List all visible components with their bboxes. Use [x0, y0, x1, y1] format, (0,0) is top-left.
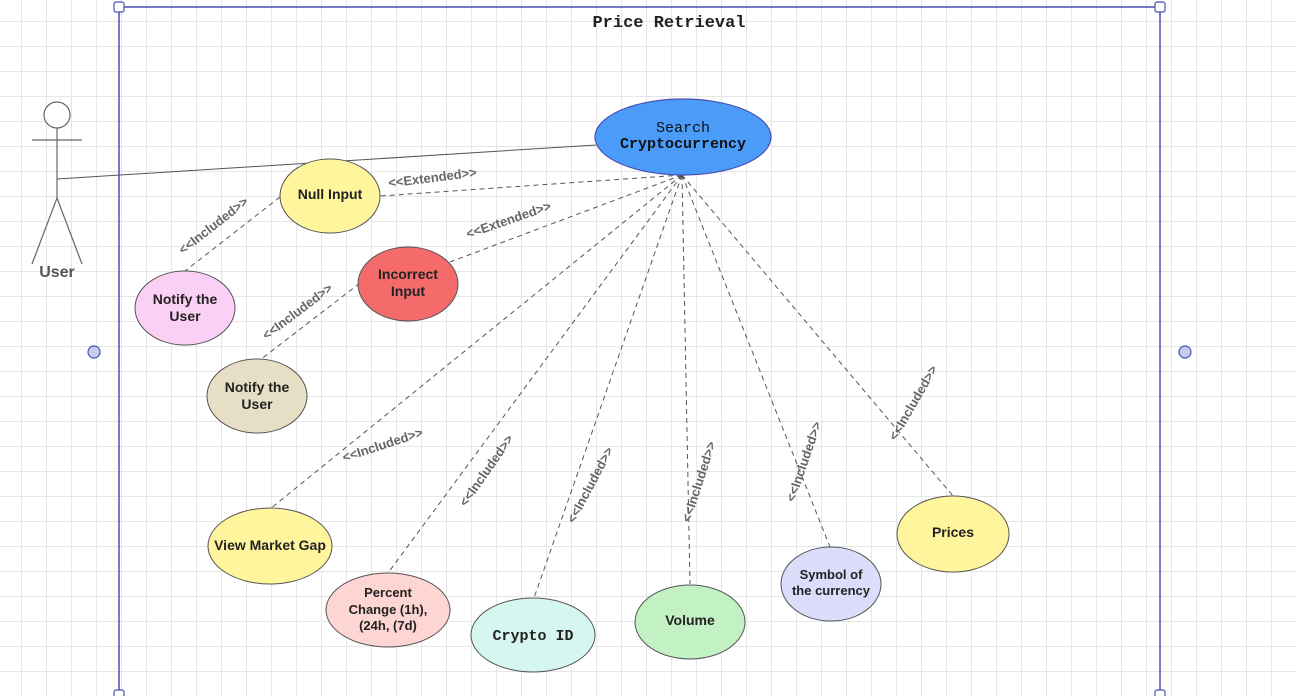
use-case-label: View Market Gap — [214, 537, 326, 553]
included-label-notify-1: <<Included>> — [176, 193, 252, 257]
use-case-label: Crypto ID — [492, 628, 573, 645]
included-label-percent-change: <<Included>> — [456, 431, 517, 509]
use-case-volume[interactable]: Volume — [634, 584, 746, 660]
use-case-notify-user-2[interactable]: Notify the User — [206, 358, 308, 434]
use-case-label: (24h, (7d) — [359, 618, 417, 633]
use-case-label: User — [241, 396, 273, 412]
use-case-label: Search — [656, 120, 710, 137]
actor-user[interactable] — [31, 101, 83, 265]
resize-handle-top-right[interactable] — [1154, 1, 1166, 13]
resize-handle-top-left[interactable] — [113, 1, 125, 13]
use-case-incorrect-input[interactable]: Incorrect Input — [357, 246, 459, 322]
use-case-label: Notify the — [153, 291, 218, 307]
relation-line-null-input[interactable] — [379, 174, 683, 197]
use-case-label: Symbol of — [800, 567, 864, 582]
relation-line-percent-change[interactable] — [387, 174, 683, 574]
use-case-label: Change (1h), — [349, 602, 428, 617]
relation-line-crypto-id[interactable] — [533, 174, 683, 599]
diagram-title: Price Retrieval — [592, 14, 745, 33]
included-label-crypto-id: <<Included>> — [564, 444, 617, 525]
use-case-label: Null Input — [298, 186, 363, 202]
use-case-label: Volume — [665, 612, 715, 628]
use-case-label: Cryptocurrency — [620, 136, 746, 153]
extended-label-incorrect: <<Extended>> — [464, 198, 553, 241]
included-label-volume: <<Included>> — [679, 439, 719, 524]
use-case-null-input[interactable]: Null Input — [279, 158, 381, 234]
connection-handle-right[interactable] — [1178, 345, 1192, 359]
use-case-percent-change[interactable]: Percent Change (1h), (24h, (7d) — [325, 572, 451, 648]
use-case-prices[interactable]: Prices — [896, 495, 1010, 573]
actor-label: User — [39, 264, 75, 281]
use-case-view-market-gap[interactable]: View Market Gap — [207, 507, 333, 585]
extended-label-null: <<Extended>> — [387, 165, 477, 191]
included-label-market-gap: <<Included>> — [340, 425, 425, 465]
system-boundary[interactable] — [118, 6, 1161, 696]
relation-line-notify-2[interactable] — [259, 282, 361, 361]
relation-line-notify-1[interactable] — [184, 196, 281, 272]
relation-line-symbol[interactable] — [681, 174, 831, 548]
use-case-label: Prices — [932, 524, 974, 540]
use-case-symbol[interactable]: Symbol of the currency — [780, 546, 882, 622]
use-case-label: Incorrect — [378, 266, 438, 282]
relation-line-incorrect-input[interactable] — [449, 174, 683, 263]
use-case-notify-user-1[interactable]: Notify the User — [134, 270, 236, 346]
actor-head — [43, 101, 71, 129]
use-case-label: Percent — [364, 585, 412, 600]
relation-line-market-gap[interactable] — [269, 174, 683, 510]
use-case-label: Notify the — [225, 379, 290, 395]
use-case-search-cryptocurrency[interactable]: Search Cryptocurrency — [594, 98, 772, 176]
use-case-label: User — [169, 308, 201, 324]
use-case-label: Input — [391, 283, 426, 299]
included-label-notify-2: <<Included>> — [259, 280, 335, 343]
connection-handle-left[interactable] — [87, 345, 101, 359]
relation-line-prices[interactable] — [681, 174, 954, 497]
use-case-crypto-id[interactable]: Crypto ID — [470, 597, 596, 673]
included-label-symbol: <<Included>> — [783, 419, 825, 504]
resize-handle-bottom-right[interactable] — [1154, 689, 1166, 696]
included-label-prices: <<Included>> — [886, 362, 941, 442]
resize-handle-bottom-left[interactable] — [113, 689, 125, 696]
use-case-label: the currency — [792, 583, 871, 598]
